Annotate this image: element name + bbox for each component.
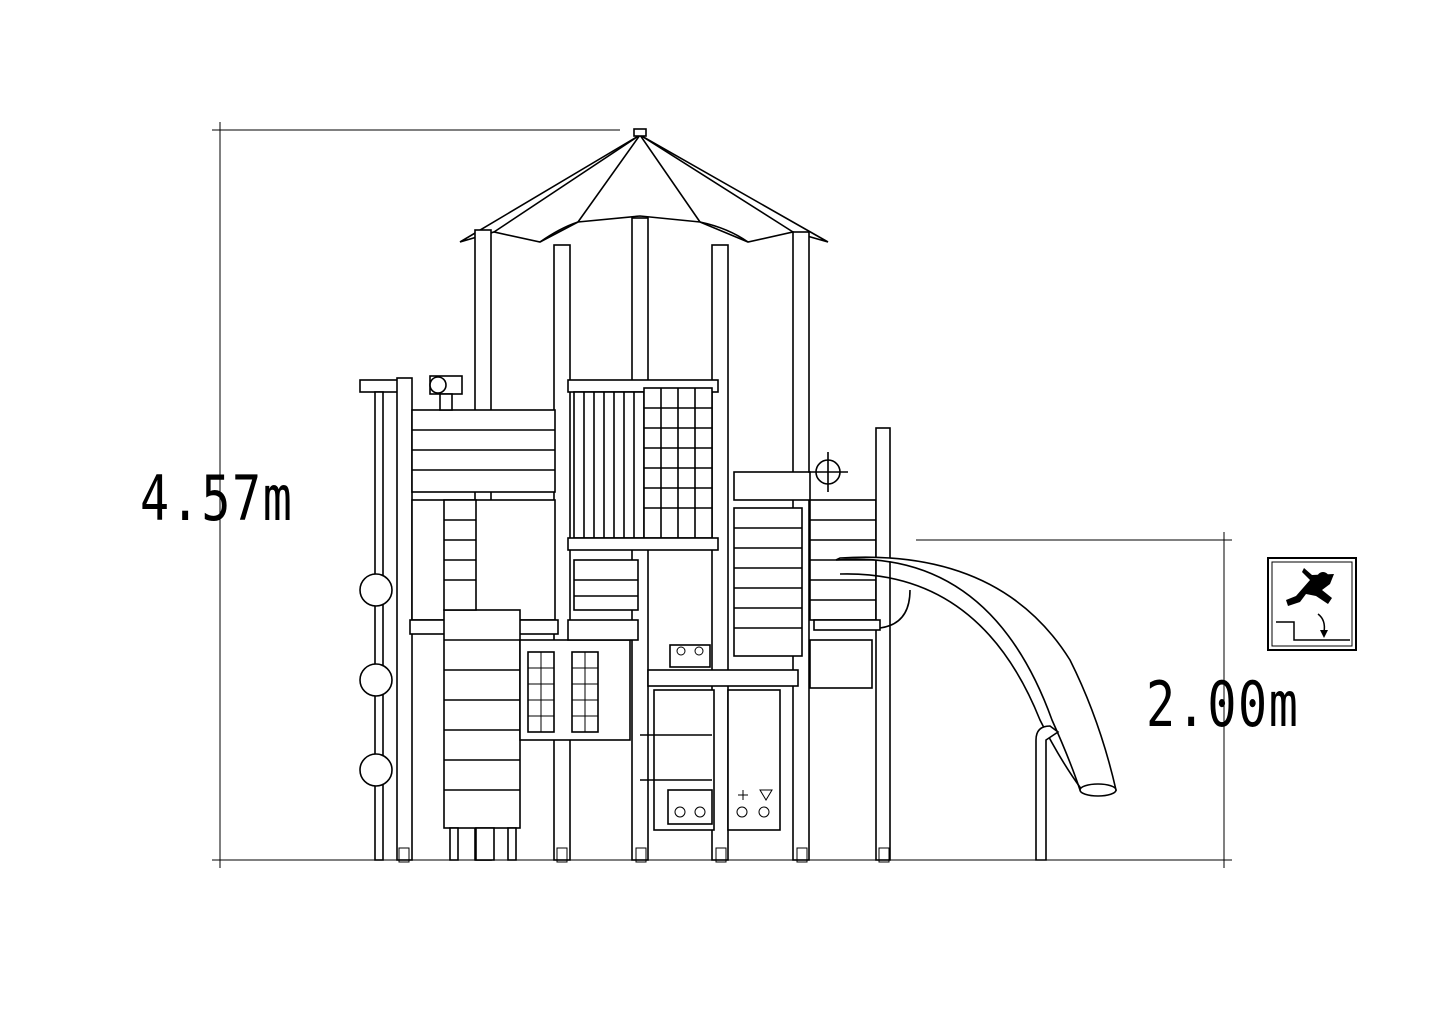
fall-height-label: 2.00m: [1146, 668, 1300, 741]
center-upper-panel: [567, 379, 719, 551]
falling-person-icon: [1267, 557, 1357, 651]
left-ladder: [443, 499, 521, 861]
total-height-label: 4.57m: [140, 462, 294, 535]
roof: [459, 128, 829, 243]
center-lower-panel: [567, 559, 799, 831]
left-grid-panel: [519, 639, 631, 741]
post-feet: [398, 847, 890, 863]
left-tower: [359, 375, 559, 861]
height-dimension-2-00: [916, 532, 1232, 868]
curved-slide: [835, 556, 1118, 861]
right-tower: [733, 427, 891, 861]
